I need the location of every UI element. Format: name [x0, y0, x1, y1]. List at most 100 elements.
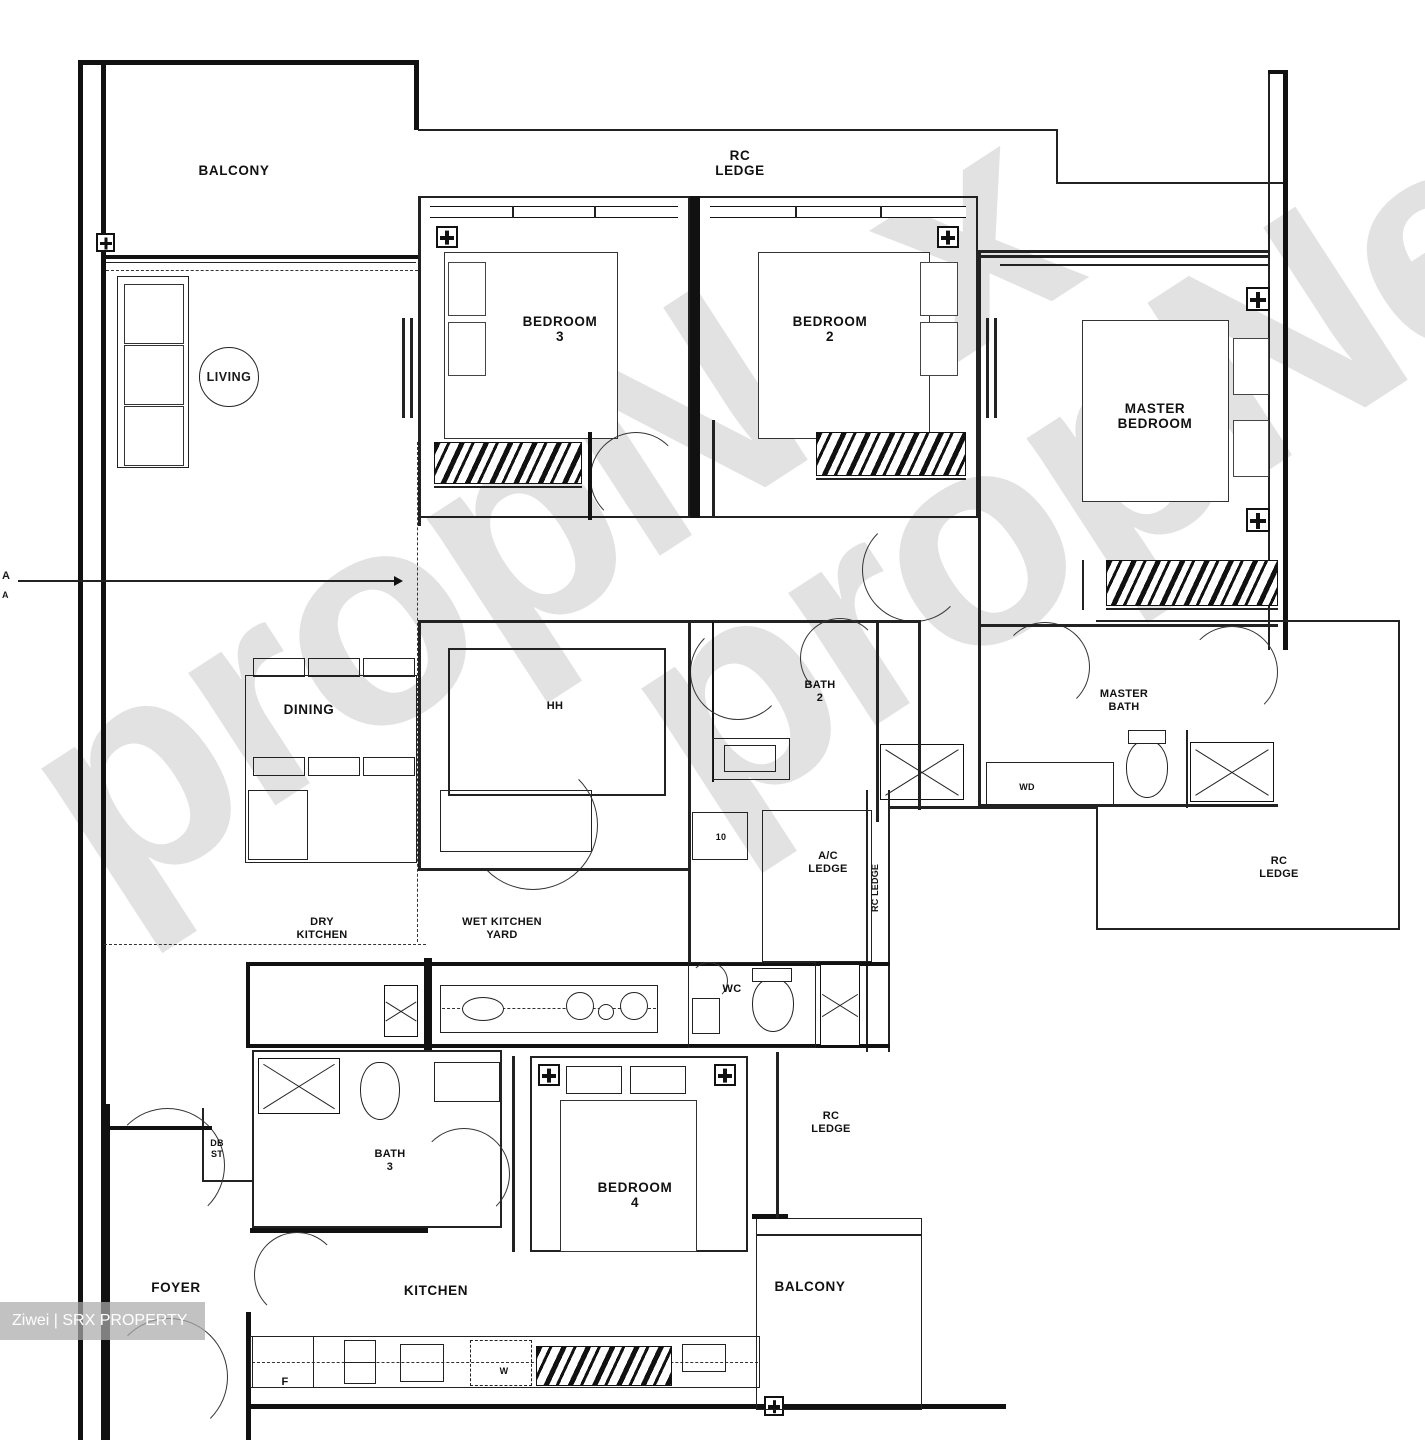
- door-leaf-bedroom-3: [588, 432, 592, 520]
- section-line-a: [18, 580, 400, 582]
- label-wet-kitchen-yard: WET KITCHEN YARD: [462, 916, 542, 941]
- door-arc-bedroom-3: [590, 432, 682, 524]
- dining-chair-b2: [308, 757, 360, 776]
- wall-yard-divider: [424, 958, 432, 1050]
- wall-exterior-left-inner: [101, 60, 106, 1440]
- label-foyer: FOYER: [151, 1280, 201, 1295]
- vent-master-bottom: [1246, 508, 1270, 532]
- line-balcony-ledge: [106, 262, 416, 264]
- wall-hh-outer-top: [418, 620, 918, 623]
- room-bath-3: [252, 1050, 502, 1228]
- window-bedroom-2: [710, 206, 966, 218]
- vent-kitchen-bottom: [764, 1396, 784, 1416]
- wall-corridor-top: [978, 250, 1270, 253]
- wall-kitchen-bottom-left: [246, 1312, 251, 1440]
- wall-balcony-top-right: [414, 60, 419, 130]
- wardrobe-master: [1106, 560, 1278, 606]
- sofa-cushion-2: [124, 345, 184, 405]
- wall-between-bedrooms: [690, 196, 700, 518]
- door-arc-bath-2: [690, 624, 786, 720]
- wall-upper-right-return: [918, 620, 921, 810]
- label-ac-ledge: A/C LEDGE: [808, 850, 848, 875]
- label-appliance-fridge: F: [281, 1376, 289, 1388]
- wall-corridor-left: [978, 250, 981, 624]
- label-wc: WC: [722, 983, 742, 995]
- wall-db-store-bottom: [202, 1180, 254, 1182]
- ledge-right-left: [1096, 806, 1098, 930]
- vent-bedroom-2: [937, 226, 959, 248]
- room-balcony-bottom: [756, 1218, 922, 1410]
- label-living: LIVING: [199, 347, 259, 407]
- dining-chair-t1: [253, 658, 305, 677]
- hob-burner-1: [566, 992, 594, 1020]
- wall-foyer-left: [104, 1104, 110, 1440]
- door-arc-bath-2b: [800, 618, 880, 698]
- label-db-store: DB ST: [210, 1138, 224, 1159]
- label-dining: DINING: [283, 702, 335, 717]
- pillow-bedroom-2-a: [920, 262, 958, 316]
- label-bedroom-2: BEDROOM 2: [792, 314, 868, 344]
- dash-dry-kitchen-boundary: [104, 944, 426, 945]
- door-arc-hh: [468, 760, 598, 890]
- wall-master-bath-left: [978, 624, 981, 804]
- dining-sideboard: [248, 790, 308, 860]
- section-label-a: A: [2, 570, 10, 582]
- counter-kitchen-bottom: [250, 1336, 760, 1388]
- ledge-right-top: [1096, 620, 1400, 622]
- rail-bedroom-2-right-2: [994, 318, 997, 418]
- pillow-bedroom-4-a: [566, 1066, 622, 1094]
- ledge-right-right: [1398, 620, 1400, 930]
- vanity-bath-3: [434, 1062, 500, 1102]
- door-arc-store: [254, 1232, 340, 1318]
- dash-living-right-edge: [417, 442, 418, 942]
- counter-wet-kitchen: [440, 985, 658, 1033]
- dash-wet-kitchen-counter: [442, 1008, 656, 1009]
- dining-chair-t2: [308, 658, 360, 677]
- vanity-bath-2: [712, 738, 790, 780]
- door-arc-master-bedroom: [1000, 622, 1090, 712]
- ledge-vertical-right: [888, 790, 890, 1052]
- room-wc: [688, 962, 816, 1048]
- toilet-master-bath: [1126, 740, 1168, 798]
- wall-foyer-bottom-stub: [104, 1126, 212, 1130]
- door-arc-bath-3: [418, 1128, 510, 1220]
- credit-watermark-bar: Ziwei | SRX PROPERTY: [0, 1302, 205, 1340]
- fridge-outline: [252, 1336, 314, 1388]
- wall-master-bath-bottom: [978, 804, 1278, 807]
- label-balcony-bottom: BALCONY: [774, 1279, 846, 1294]
- ledge-top-outline-h2: [1056, 182, 1286, 184]
- label-master-bath: MASTER BATH: [1099, 688, 1149, 713]
- wall-mid-hall-bottom: [418, 868, 688, 871]
- rail-bedroom-3-left-2: [410, 318, 413, 418]
- wall-bedroom4-left: [512, 1056, 515, 1252]
- label-bath-3: BATH 3: [374, 1148, 406, 1173]
- wardrobe-bedroom-2: [816, 432, 966, 476]
- wall-living-right-edge: [418, 196, 421, 526]
- wall-master-bath-top: [978, 624, 1278, 627]
- sofa-cushion-3: [124, 406, 184, 466]
- toilet-wc: [752, 978, 794, 1032]
- credit-text: Ziwei | SRX PROPERTY: [12, 1312, 188, 1329]
- wall-exterior-right: [1283, 70, 1288, 650]
- label-hh-shelter: HH: [546, 700, 564, 712]
- label-bedroom-3: BEDROOM 3: [522, 314, 598, 344]
- ledge-right-bottom: [1096, 928, 1400, 930]
- wardrobe-master-base: [1106, 608, 1278, 610]
- wall-kitchen-bottom-top: [246, 1312, 250, 1316]
- sink-kitchen-bottom: [400, 1344, 444, 1382]
- sink-wet-kitchen: [462, 997, 504, 1021]
- counter-end-kitchen: [682, 1344, 726, 1372]
- basin-wc: [692, 998, 720, 1034]
- label-dry-kitchen: DRY KITCHEN: [296, 916, 348, 941]
- door-arc-wc: [690, 962, 728, 1000]
- pillow-master-b: [1233, 420, 1269, 477]
- wall-balcony-bottom: [106, 255, 421, 259]
- wall-master-bed-top: [978, 255, 1270, 258]
- sofa-living: [117, 276, 189, 468]
- hob-kitchen-divider: [344, 1362, 376, 1364]
- wall-master-bath-divider: [1186, 730, 1188, 808]
- label-bedroom-4: BEDROOM 4: [597, 1180, 673, 1210]
- rail-bedroom-3-left: [402, 318, 405, 418]
- door-arc-entry: [110, 1108, 225, 1223]
- pillow-bedroom-3-b: [448, 322, 486, 376]
